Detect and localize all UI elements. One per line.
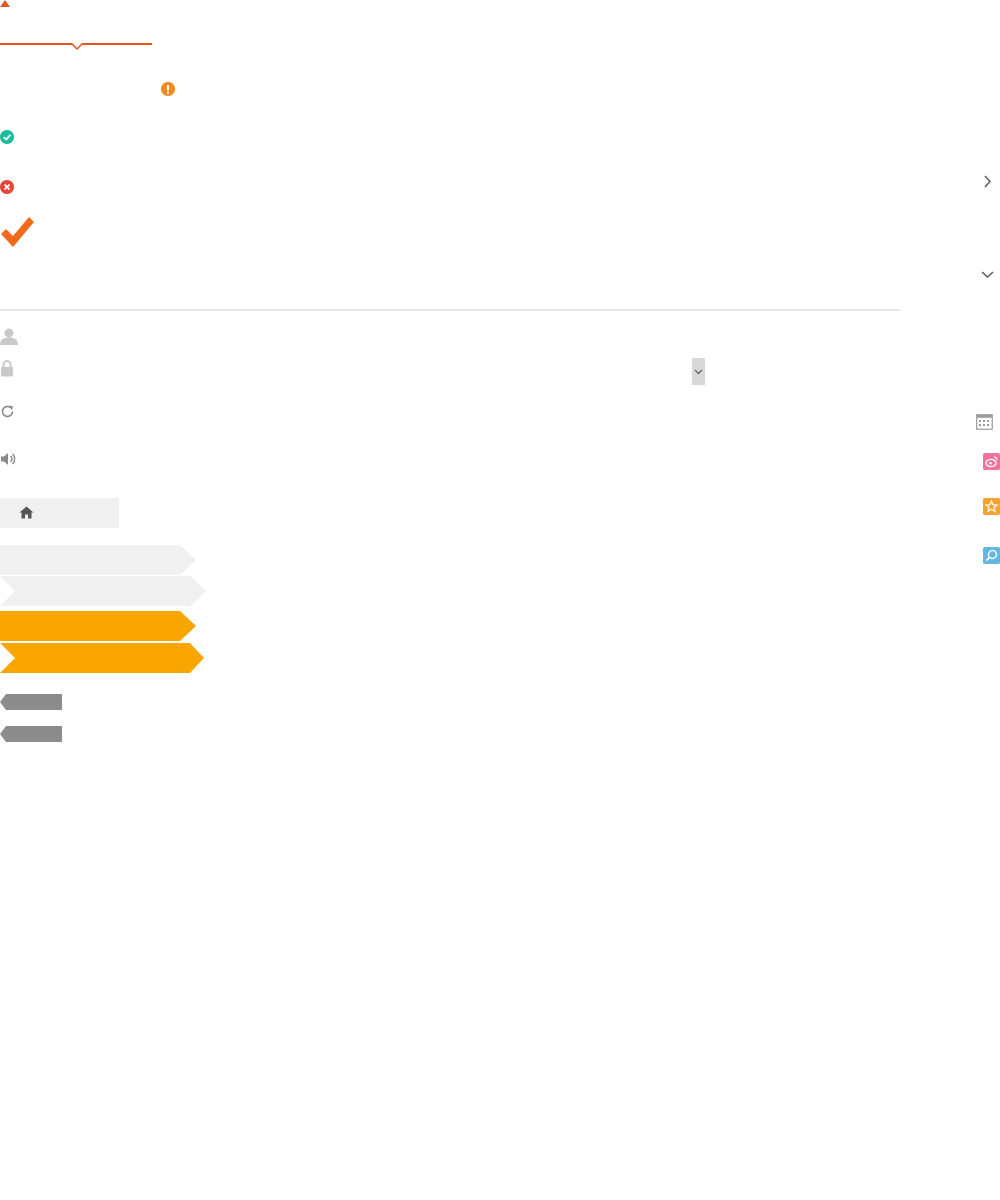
warning-icon <box>161 82 175 96</box>
section-divider <box>0 309 900 311</box>
step-inactive-first[interactable] <box>0 545 210 575</box>
tag-label <box>0 726 62 742</box>
calendar-icon[interactable] <box>976 413 993 430</box>
search-icon[interactable] <box>983 547 1000 564</box>
big-checkmark-icon <box>1 217 34 247</box>
chevron-down-icon[interactable] <box>981 270 994 279</box>
home-icon <box>19 506 34 519</box>
step-inactive-middle[interactable] <box>0 576 210 606</box>
tag-label <box>0 694 62 710</box>
user-icon <box>0 328 18 345</box>
chevron-down-icon <box>694 369 703 374</box>
lock-icon <box>1 360 13 377</box>
select-dropdown-toggle[interactable] <box>692 358 705 385</box>
chevron-right-icon[interactable] <box>983 175 992 188</box>
breadcrumb-home[interactable] <box>0 498 119 528</box>
caret-up-icon <box>0 0 10 7</box>
weibo-icon[interactable] <box>983 453 1000 470</box>
speaker-icon[interactable] <box>0 451 16 467</box>
tab-notch-icon <box>71 43 83 51</box>
refresh-icon[interactable] <box>0 404 15 419</box>
step-active-middle[interactable] <box>0 643 210 673</box>
star-icon[interactable] <box>983 498 1000 515</box>
success-icon <box>0 130 14 144</box>
error-icon <box>0 180 14 194</box>
step-active-first[interactable] <box>0 611 210 641</box>
